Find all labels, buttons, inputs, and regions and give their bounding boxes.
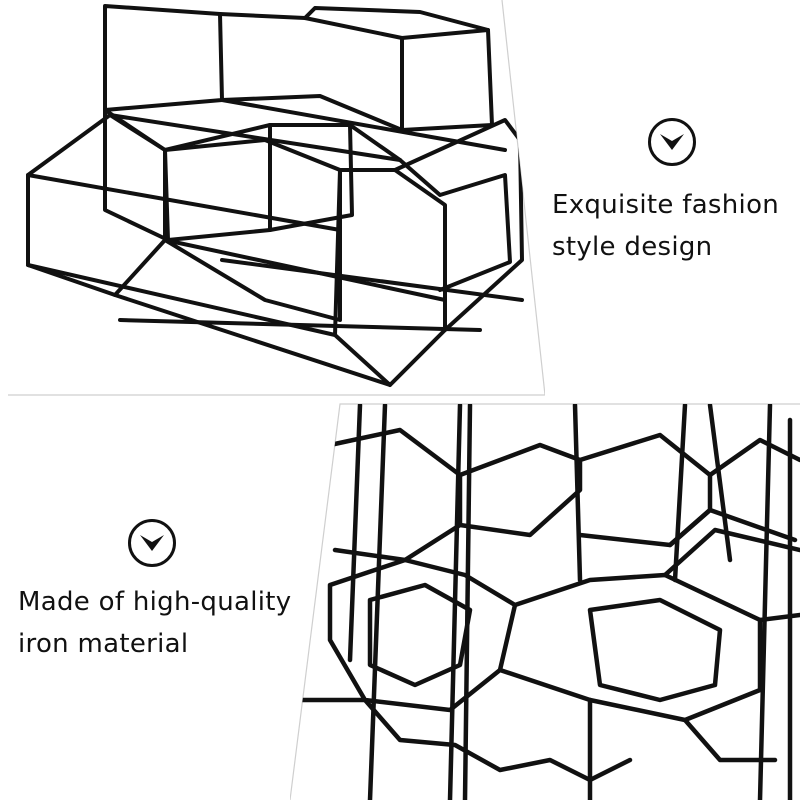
feature-material-line2: iron material [18,629,189,659]
chevron-down-circle-icon [648,118,696,166]
chevron-down-circle-icon [128,519,176,567]
feature-design: Exquisite fashion style design [540,110,800,290]
chevron-down-icon [660,134,684,150]
wine-rack-angle-illustration [8,0,545,396]
feature-material-line1: Made of high-quality [18,587,292,617]
feature-design-line1: Exquisite fashion [552,190,780,220]
feature-design-line2: style design [552,232,713,262]
wire-closeup-illustration [290,403,800,800]
chevron-down-icon [140,535,164,551]
product-photo-top [0,0,545,400]
feature-material: Made of high-quality iron material [0,505,300,675]
product-photo-bottom [290,400,800,800]
